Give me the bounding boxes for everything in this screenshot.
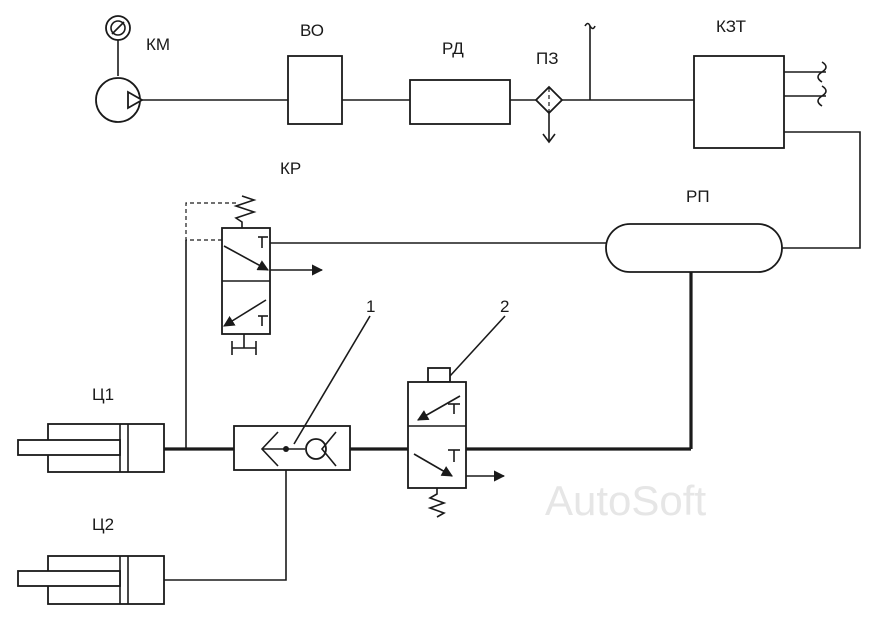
solenoid-valve-2: [407, 367, 506, 518]
label-rp: РП: [686, 187, 710, 206]
label-km: КМ: [146, 35, 170, 54]
kzt-outlets: [784, 61, 827, 107]
label-vo: ВО: [300, 21, 324, 40]
label-c1: Ц1: [92, 385, 114, 404]
pipe-kzt-rp: [782, 131, 861, 249]
compressor: [95, 77, 144, 123]
kr-pilot-line: [185, 202, 236, 241]
receiver-rp: [605, 223, 783, 273]
cylinder-c1: [17, 423, 165, 473]
label-n1: 1: [366, 297, 375, 316]
leader-1: [293, 315, 371, 445]
label-c2: Ц2: [92, 515, 114, 534]
label-pz: ПЗ: [536, 49, 559, 68]
pressure-gauge: [105, 15, 131, 76]
moisture-separator-vo: [287, 55, 343, 125]
label-kr: КР: [280, 159, 301, 178]
pressure-regulator-rd: [409, 79, 511, 125]
leader-2: [449, 315, 506, 377]
protection-valve-pz: [534, 85, 564, 144]
cylinder-c2: [17, 555, 165, 605]
label-kzt: КЗТ: [716, 17, 746, 36]
watermark: AutoSoft: [545, 477, 706, 524]
label-rd: РД: [442, 39, 464, 58]
shuttle-valve-1: [233, 425, 351, 471]
branch-outlet: [584, 22, 596, 100]
four-circuit-valve-kzt: [693, 55, 785, 149]
brake-valve-kr: [221, 195, 324, 355]
label-n2: 2: [500, 297, 509, 316]
pipe-valve1-c2: [164, 470, 287, 581]
